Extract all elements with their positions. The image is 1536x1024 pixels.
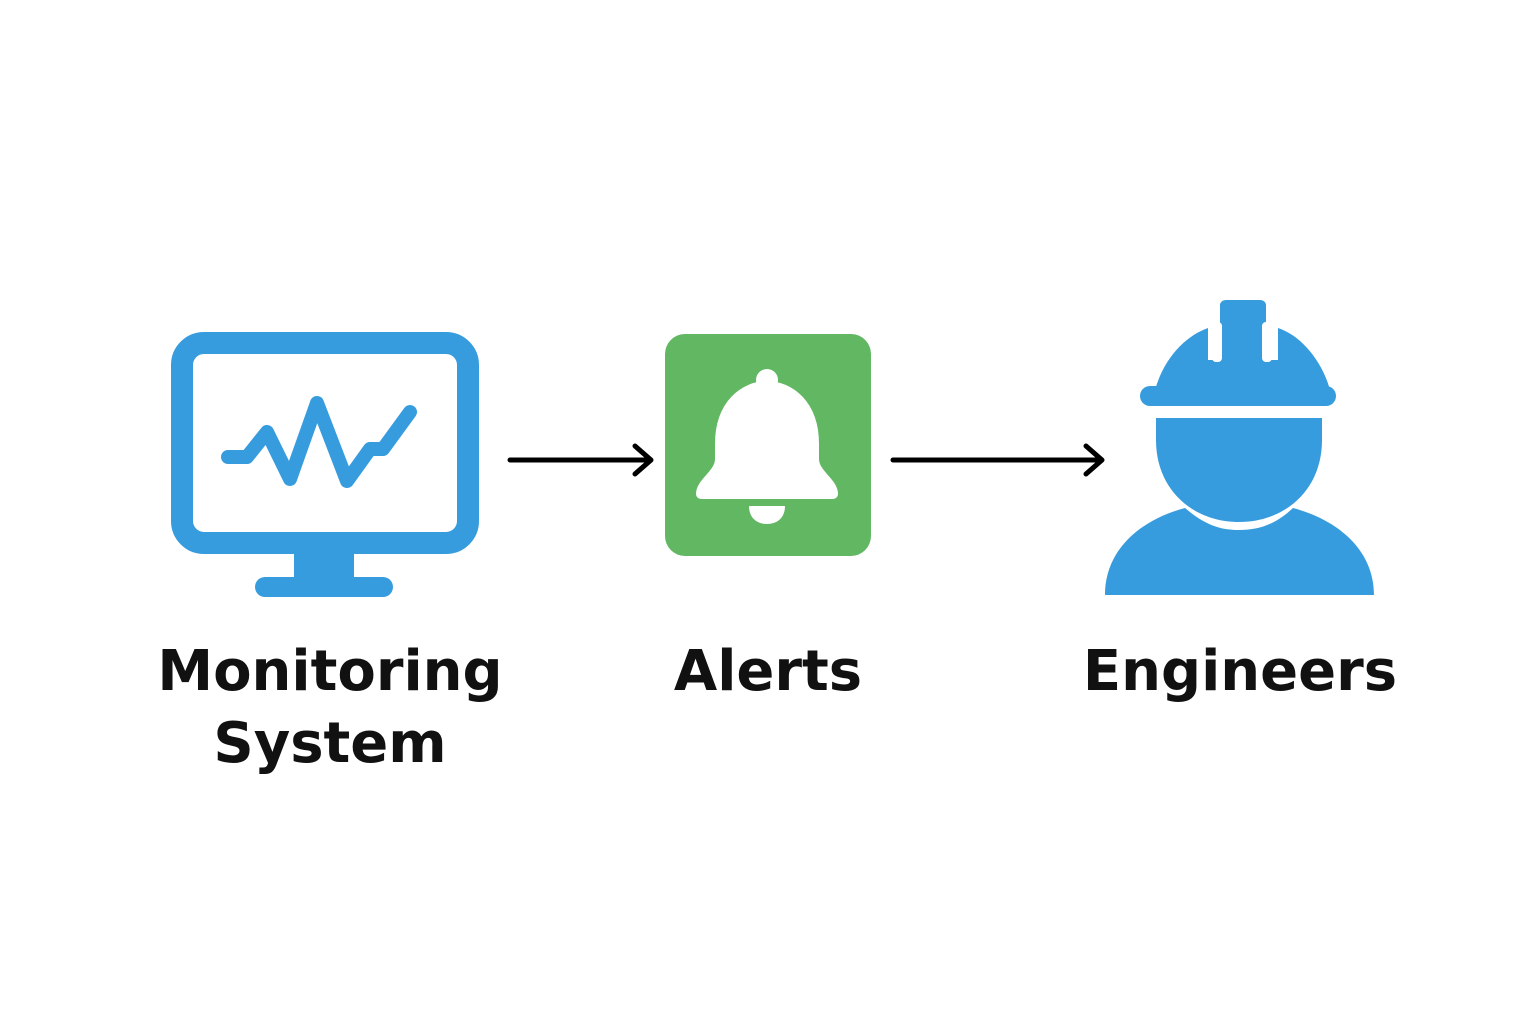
arrow-monitoring-to-alerts [507,443,654,477]
label-line-2: System [213,711,447,776]
label-line-1: Alerts [673,639,863,704]
label-line-1: Monitoring [157,639,503,704]
bell-icon [665,334,871,556]
node-label-monitoring-system: Monitoring System [130,636,530,780]
engineer-hardhat-icon [1105,300,1374,595]
node-label-alerts: Alerts [618,636,918,708]
label-line-1: Engineers [1082,639,1398,704]
monitor-chart-icon [171,332,479,597]
node-label-engineers: Engineers [1040,636,1440,708]
arrow-alerts-to-engineers [890,443,1105,477]
